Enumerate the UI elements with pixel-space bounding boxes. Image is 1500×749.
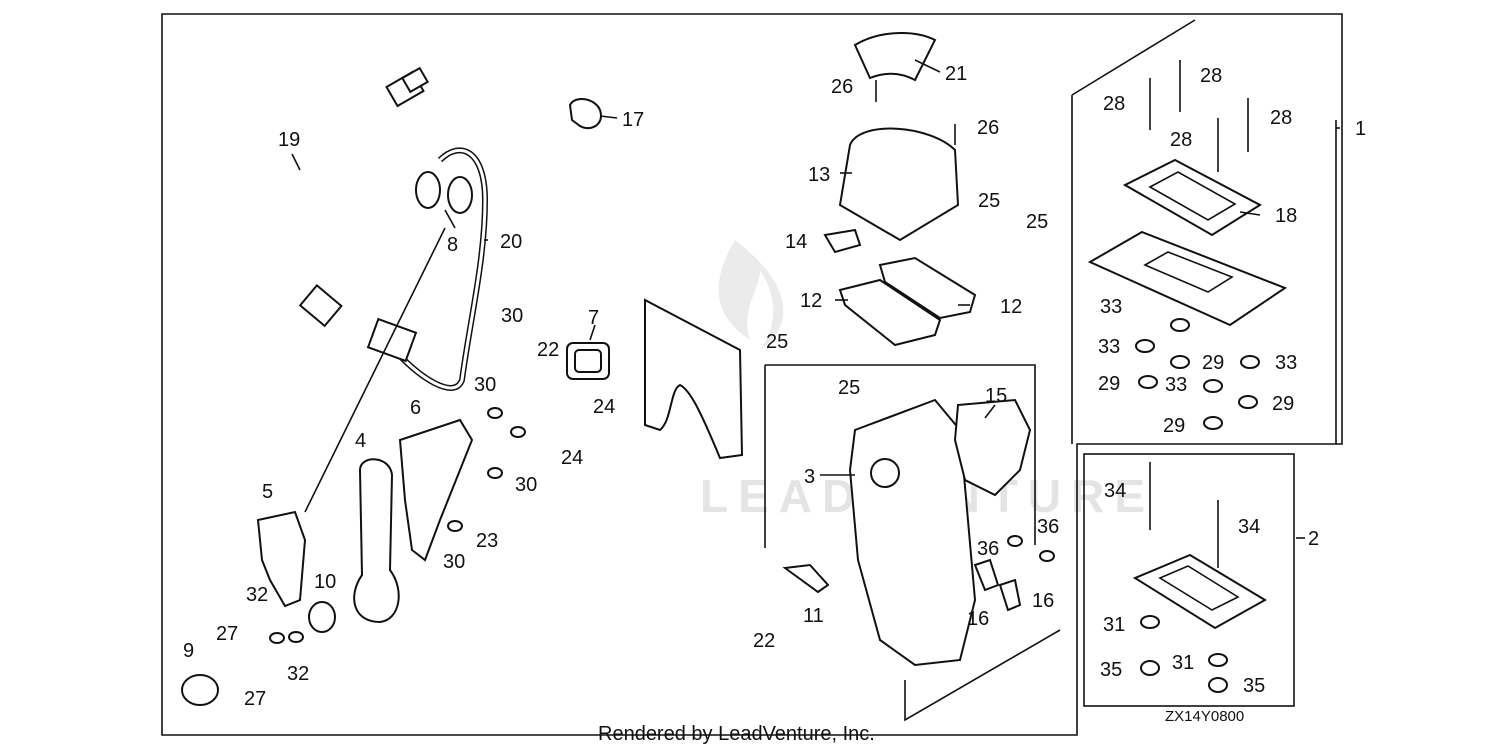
callout-36b: 36	[1037, 516, 1059, 538]
footer-credit: Rendered by LeadVenture, Inc.	[598, 723, 875, 745]
callout-27b: 27	[244, 688, 266, 710]
callout-25c: 25	[766, 331, 788, 353]
callout-16a: 16	[967, 608, 989, 630]
callout-27a: 27	[216, 623, 238, 645]
plate-15	[953, 398, 1032, 497]
lever-5	[256, 510, 307, 608]
callout-16b: 16	[1032, 590, 1054, 612]
callout-7: 7	[588, 307, 599, 329]
callout-26b: 26	[977, 117, 999, 139]
callout-29a: 29	[1202, 352, 1224, 374]
callout-5: 5	[262, 481, 273, 503]
cable-19	[229, 66, 430, 328]
callout-35a: 35	[1100, 659, 1122, 681]
leader-lines	[291, 59, 1340, 539]
callout-11: 11	[803, 605, 824, 627]
callout-33b: 33	[1098, 336, 1120, 358]
callout-30a: 30	[501, 305, 523, 327]
cap-9	[181, 674, 219, 706]
callout-34b: 34	[1238, 516, 1260, 538]
cover-13	[838, 127, 960, 242]
callout-15: 15	[985, 385, 1007, 407]
callout-19: 19	[278, 129, 300, 151]
callout-6: 6	[410, 397, 421, 419]
callout-30b: 30	[474, 374, 496, 396]
callout-33a: 33	[1100, 296, 1122, 318]
callout-12a: 12	[800, 290, 822, 312]
callout-33d: 33	[1165, 374, 1187, 396]
callout-30d: 30	[443, 551, 465, 573]
clip-16-right	[998, 578, 1022, 612]
callout-25d: 25	[838, 377, 860, 399]
callout-28a: 28	[1103, 93, 1125, 115]
callout-28d: 28	[1270, 107, 1292, 129]
callout-29c: 29	[1272, 393, 1294, 415]
plate-12-left	[838, 278, 942, 347]
callout-24b: 24	[561, 447, 583, 469]
clip-16-left	[973, 558, 1000, 592]
callout-1: 1	[1355, 118, 1366, 140]
callout-32a: 32	[246, 584, 268, 606]
diagram-code: ZX14Y0800	[1165, 708, 1244, 725]
bracket-6	[398, 418, 474, 562]
plate-18	[1122, 158, 1263, 237]
clip-14	[823, 228, 862, 254]
callout-4: 4	[355, 430, 366, 452]
callout-12b: 12	[1000, 296, 1022, 318]
outer-frame	[161, 13, 1343, 736]
gasket-1-window	[1143, 251, 1234, 293]
callout-22b: 22	[753, 630, 775, 652]
gasket-1	[1087, 230, 1288, 327]
callout-36a: 36	[977, 538, 999, 560]
callout-9: 9	[183, 640, 194, 662]
callout-30c: 30	[515, 474, 537, 496]
callout-10: 10	[314, 571, 336, 593]
small-hardware	[269, 318, 1260, 693]
callout-18: 18	[1275, 205, 1297, 227]
callout-2: 2	[1308, 528, 1319, 550]
callouts: 1 2 3 4 5 6 7 8 9 10 11 12 12 13 14 15 1…	[183, 63, 1366, 710]
plate-2-window	[1158, 565, 1240, 611]
plate-18-window	[1148, 171, 1237, 221]
plug-17	[568, 98, 602, 130]
callout-35b: 35	[1243, 675, 1265, 697]
callout-29d: 29	[1163, 415, 1185, 437]
callout-28b: 28	[1200, 65, 1222, 87]
callout-25b: 25	[1026, 211, 1048, 233]
callout-26a: 26	[831, 76, 853, 98]
lever-4	[353, 458, 400, 624]
callout-17: 17	[622, 109, 644, 131]
harness-20	[366, 147, 489, 391]
callout-23: 23	[476, 530, 498, 552]
callout-31b: 31	[1172, 652, 1194, 674]
callout-34a: 34	[1104, 480, 1126, 502]
assembly-2-box	[1083, 453, 1295, 707]
callout-3: 3	[804, 466, 815, 488]
cover-sheet-21	[853, 32, 937, 82]
callout-20: 20	[500, 231, 522, 253]
housing-gasket	[644, 298, 744, 460]
plate-2	[1132, 553, 1267, 630]
callout-28c: 28	[1170, 129, 1192, 151]
assembly-1-bracket	[1071, 19, 1337, 444]
plate-12-right	[878, 256, 977, 320]
callout-22a: 22	[537, 339, 559, 361]
callout-31a: 31	[1103, 614, 1125, 636]
bolts	[875, 60, 1249, 568]
assembly-3-bracket	[764, 364, 1061, 722]
clip-11	[782, 563, 830, 594]
callout-29b: 29	[1098, 373, 1120, 395]
callout-8: 8	[447, 234, 458, 256]
callout-33c: 33	[1275, 352, 1297, 374]
callout-32b: 32	[287, 663, 309, 685]
callout-24a: 24	[593, 396, 615, 418]
grommet-7	[566, 342, 610, 380]
callout-25a: 25	[978, 190, 1000, 212]
housing-3-shaft	[870, 458, 900, 488]
callout-13: 13	[808, 164, 830, 186]
callout-14: 14	[785, 231, 807, 253]
washer-10	[308, 601, 336, 633]
callout-21: 21	[945, 63, 967, 85]
